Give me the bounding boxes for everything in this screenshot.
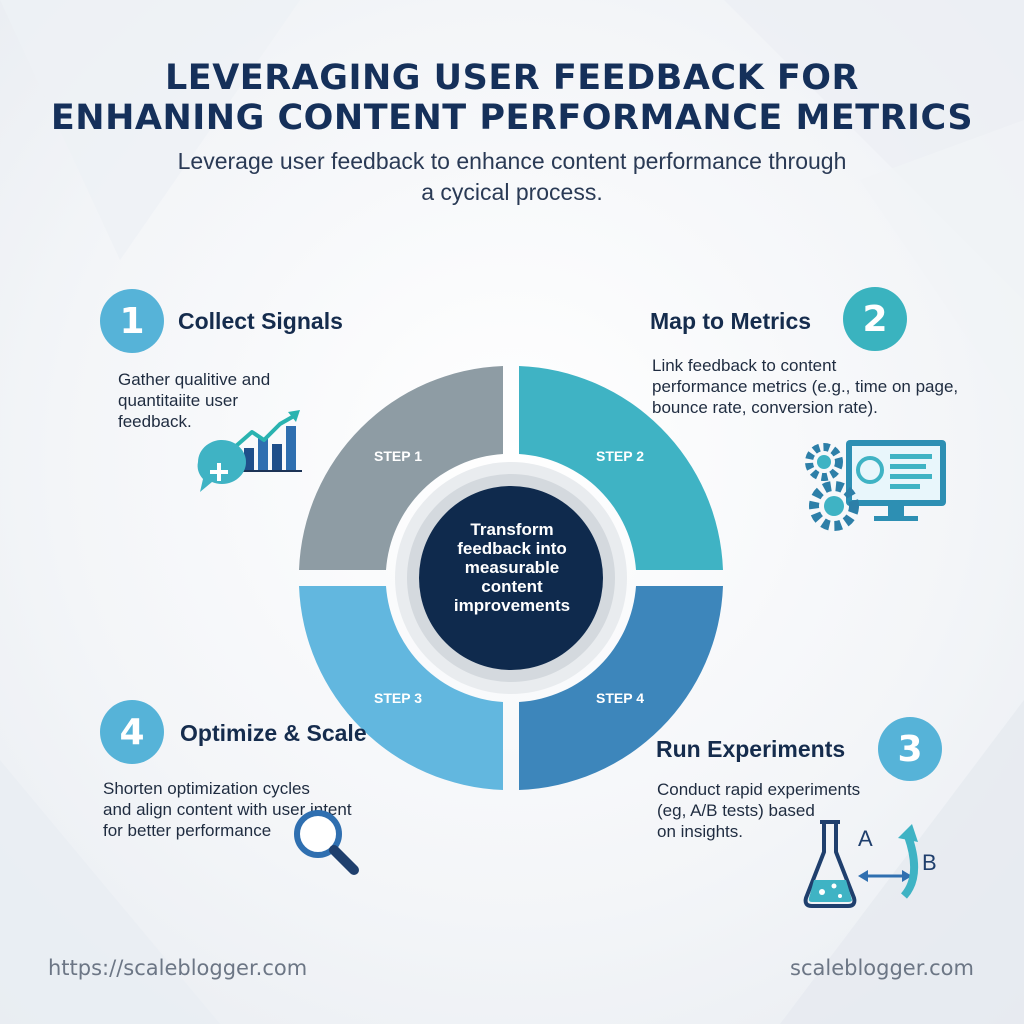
stage-2-heading: Map to Metrics <box>650 308 812 334</box>
ab-flask-icon: A B <box>803 820 937 908</box>
gears-monitor-icon <box>805 440 946 531</box>
step-1-label: STEP 1 <box>374 448 422 464</box>
quadrant-step-3 <box>299 586 503 790</box>
quadrant-step-2 <box>519 366 723 570</box>
magnifier-icon <box>294 810 359 875</box>
page-title: LEVERAGING USER FEEDBACK FOR ENHANING CO… <box>50 58 974 138</box>
hub-text: Transform feedback into measurable conte… <box>453 520 571 615</box>
stage-2-description: Link feedback to content performance met… <box>652 356 959 417</box>
quadrant-step-4 <box>519 586 723 790</box>
variant-a-label: A <box>858 826 873 851</box>
stage-3-heading: Run Experiments <box>656 736 846 762</box>
footer-url-left[interactable]: https://scaleblogger.com <box>48 956 308 980</box>
stage-4-number: 4 <box>100 700 164 764</box>
quadrant-step-1 <box>299 366 503 570</box>
stage-4-heading: Optimize & Scale <box>180 720 367 746</box>
stage-1-number: 1 <box>100 289 164 353</box>
hub-core <box>419 486 603 670</box>
feedback-chart-icon <box>197 410 302 492</box>
stage-2-number: 2 <box>843 287 907 351</box>
stage-1-heading: Collect Signals <box>178 308 343 334</box>
page-subtitle: Leverage user feedback to enhance conten… <box>177 148 847 205</box>
stage-3-description: Conduct rapid experiments (eg, A/B tests… <box>657 780 861 841</box>
variant-b-label: B <box>922 850 937 875</box>
step-2-label: STEP 2 <box>596 448 644 464</box>
stage-3-number: 3 <box>878 717 942 781</box>
step-3-label: STEP 3 <box>374 690 422 706</box>
stage-4-description: Shorten optimization cycles and align co… <box>103 779 352 840</box>
footer-url-right[interactable]: scaleblogger.com <box>790 956 974 980</box>
step-4-label: STEP 4 <box>596 690 644 706</box>
stage-1-description: Gather qualitive and quantitaiite user f… <box>118 370 271 431</box>
